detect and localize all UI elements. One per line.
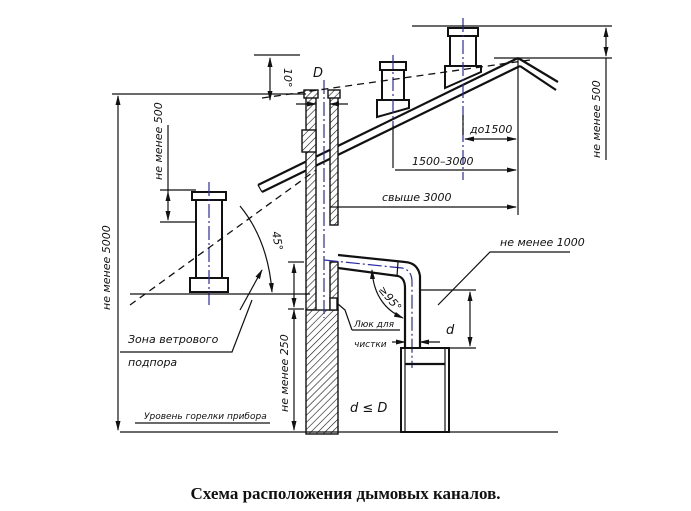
label-wind-zone-2: подпора [128, 356, 177, 369]
label-D: D [313, 66, 323, 81]
label-min-5000: не менее 5000 [100, 225, 113, 310]
diagram-caption: Схема расположения дымовых каналов. [190, 484, 501, 503]
label-min-1000: не менее 1000 [500, 236, 585, 249]
boiler [400, 347, 450, 433]
label-wind-zone-1: Зона ветрового [128, 333, 219, 346]
label-cleanout-2: чистки [354, 340, 387, 350]
label-over-3000: свыше 3000 [382, 191, 452, 204]
label-angle-10: 10° [281, 68, 294, 88]
label-d-le-D: d ≤ D [350, 401, 387, 416]
label-angle-45: 45° [269, 230, 285, 251]
label-1500-3000: 1500–3000 [412, 155, 474, 168]
label-d: d [446, 323, 455, 338]
label-to-1500: до1500 [469, 123, 512, 136]
label-min-250: не менее 250 [278, 334, 291, 412]
roof [257, 57, 559, 215]
main-chimney [301, 80, 341, 435]
roof-chimney-upper [444, 18, 482, 180]
label-burner-level: Уровень горелки прибора [144, 412, 267, 422]
side-chimney [189, 182, 229, 305]
label-min-500-left: не менее 500 [152, 102, 165, 180]
label-cleanout-1: Люк для [353, 320, 395, 330]
dimensions [115, 27, 609, 431]
roof-chimney-middle [376, 55, 410, 125]
label-min-500-right: не менее 500 [590, 80, 603, 158]
